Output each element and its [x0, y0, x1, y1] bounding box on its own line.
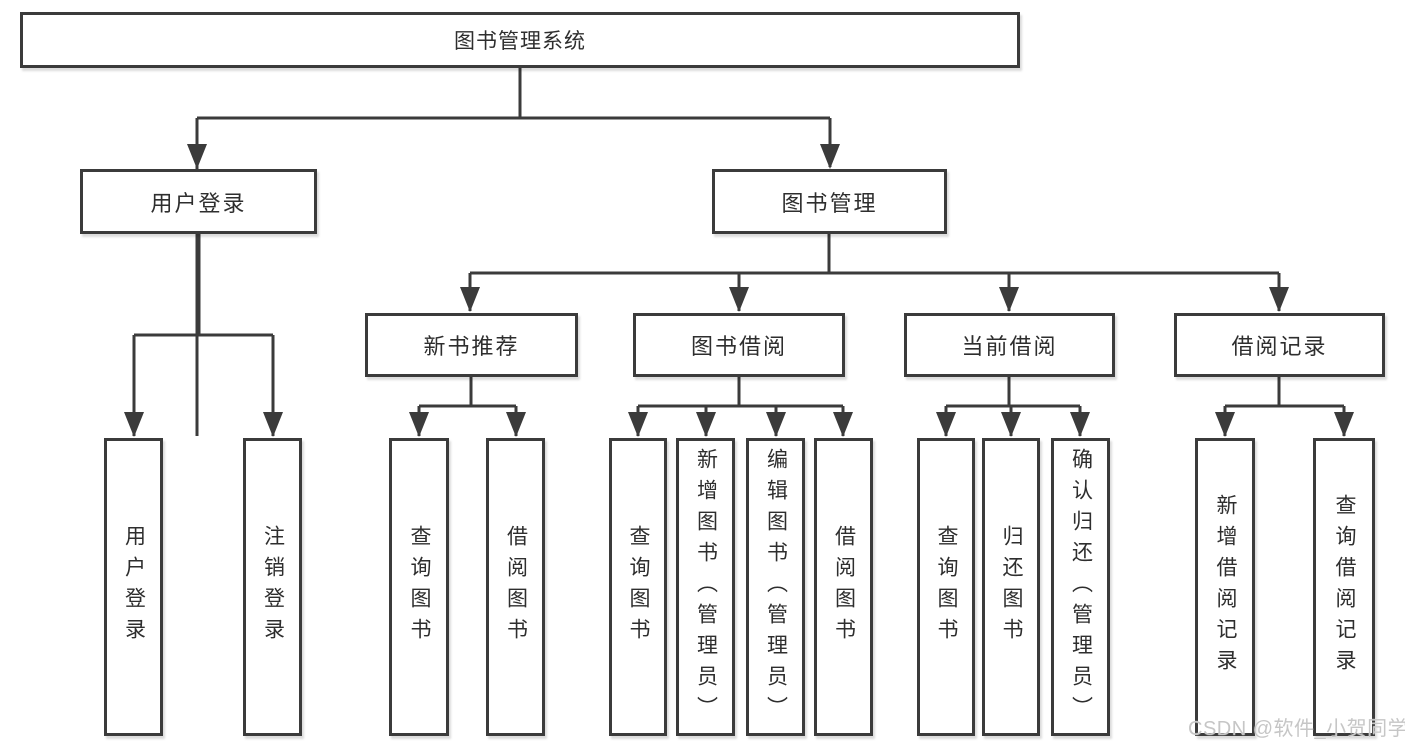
edge-line	[1223, 377, 1346, 436]
arrowhead-icon	[1269, 287, 1289, 312]
node-leaf-query-books-current: 查询图书	[917, 438, 975, 736]
node-leaf-confirm-return-admin: 确认归还（管理员）	[1051, 438, 1110, 736]
arrowhead-icon	[506, 412, 526, 437]
node-borrow-record: 借阅记录	[1174, 313, 1385, 377]
edge-line	[468, 234, 1281, 311]
node-leaf-edit-book-admin: 编辑图书（管理员）	[746, 438, 805, 736]
arrowhead-icon	[936, 412, 956, 437]
node-label: 注销登录	[261, 525, 285, 649]
node-label: 图书管理系统	[454, 30, 586, 53]
node-leaf-user-login: 用户登录	[104, 438, 163, 736]
edges-book-management-to-level2	[460, 234, 1289, 312]
node-label: 当前借阅	[961, 334, 1058, 359]
arrowhead-icon	[628, 412, 648, 437]
arrowhead-icon	[833, 412, 853, 437]
edge-line	[417, 377, 518, 436]
arrowhead-icon	[999, 287, 1019, 312]
node-label: 借阅图书	[504, 525, 528, 649]
node-label: 查询借阅记录	[1333, 494, 1356, 680]
node-leaf-add-borrow-record: 新增借阅记录	[1195, 438, 1255, 736]
node-leaf-return-book: 归还图书	[982, 438, 1040, 736]
arrowhead-icon	[1215, 412, 1235, 437]
node-label: 确认归还（管理员）	[1069, 447, 1093, 727]
node-label: 查询图书	[935, 525, 958, 649]
arrowhead-icon	[820, 144, 840, 169]
node-label: 编辑图书（管理员）	[764, 447, 788, 727]
edges-new-book-to-leaves	[409, 377, 526, 437]
node-label: 借阅图书	[832, 525, 856, 649]
arrowhead-icon	[263, 412, 283, 437]
edge-line	[195, 68, 832, 436]
edges-book-borrow-to-leaves	[628, 377, 853, 437]
arrowhead-icon	[187, 144, 207, 169]
arrowhead-icon	[409, 412, 429, 437]
edges-root-to-level1	[187, 68, 840, 436]
arrowhead-icon	[1070, 412, 1090, 437]
node-label: 用户登录	[150, 190, 247, 216]
edges-user-login-to-leaves	[124, 234, 283, 437]
node-label: 新增借阅记录	[1214, 494, 1237, 680]
node-label: 用户登录	[122, 525, 146, 649]
node-label: 查询图书	[408, 525, 431, 649]
node-current-borrow: 当前借阅	[904, 313, 1115, 377]
node-label: 新书推荐	[423, 334, 520, 359]
arrowhead-icon	[729, 287, 749, 312]
arrowhead-icon	[1334, 412, 1354, 437]
node-label: 新增图书（管理员）	[694, 447, 718, 727]
csdn-watermark: CSDN @软件_小贺同学	[1188, 718, 1405, 740]
node-root-system: 图书管理系统	[20, 12, 1020, 68]
edge-line	[636, 377, 845, 436]
arrowhead-icon	[696, 412, 716, 437]
edge-line	[132, 234, 275, 436]
node-label: 借阅记录	[1231, 334, 1328, 359]
arrowhead-icon	[124, 412, 144, 437]
node-leaf-borrow-books-recommend: 借阅图书	[486, 438, 545, 736]
node-leaf-query-borrow-record: 查询借阅记录	[1313, 438, 1375, 736]
arrowhead-icon	[460, 287, 480, 312]
node-label: 查询图书	[627, 525, 650, 649]
node-label: 归还图书	[1000, 525, 1023, 649]
node-leaf-query-books-borrow: 查询图书	[609, 438, 667, 736]
node-leaf-query-books-recommend: 查询图书	[389, 438, 449, 736]
node-book-management: 图书管理	[712, 169, 947, 234]
node-user-login: 用户登录	[80, 169, 317, 234]
edges-borrow-record-to-leaves	[1215, 377, 1354, 437]
node-new-book-recommend: 新书推荐	[365, 313, 578, 377]
node-leaf-borrow-books: 借阅图书	[814, 438, 873, 736]
arrowhead-icon	[1001, 412, 1021, 437]
edges-current-borrow-to-leaves	[936, 377, 1090, 437]
arrowhead-icon	[766, 412, 786, 437]
node-book-borrow: 图书借阅	[633, 313, 845, 377]
node-leaf-logout: 注销登录	[243, 438, 302, 736]
node-label: 图书借阅	[690, 334, 787, 359]
node-leaf-add-book-admin: 新增图书（管理员）	[676, 438, 735, 736]
node-label: 图书管理	[781, 190, 878, 216]
